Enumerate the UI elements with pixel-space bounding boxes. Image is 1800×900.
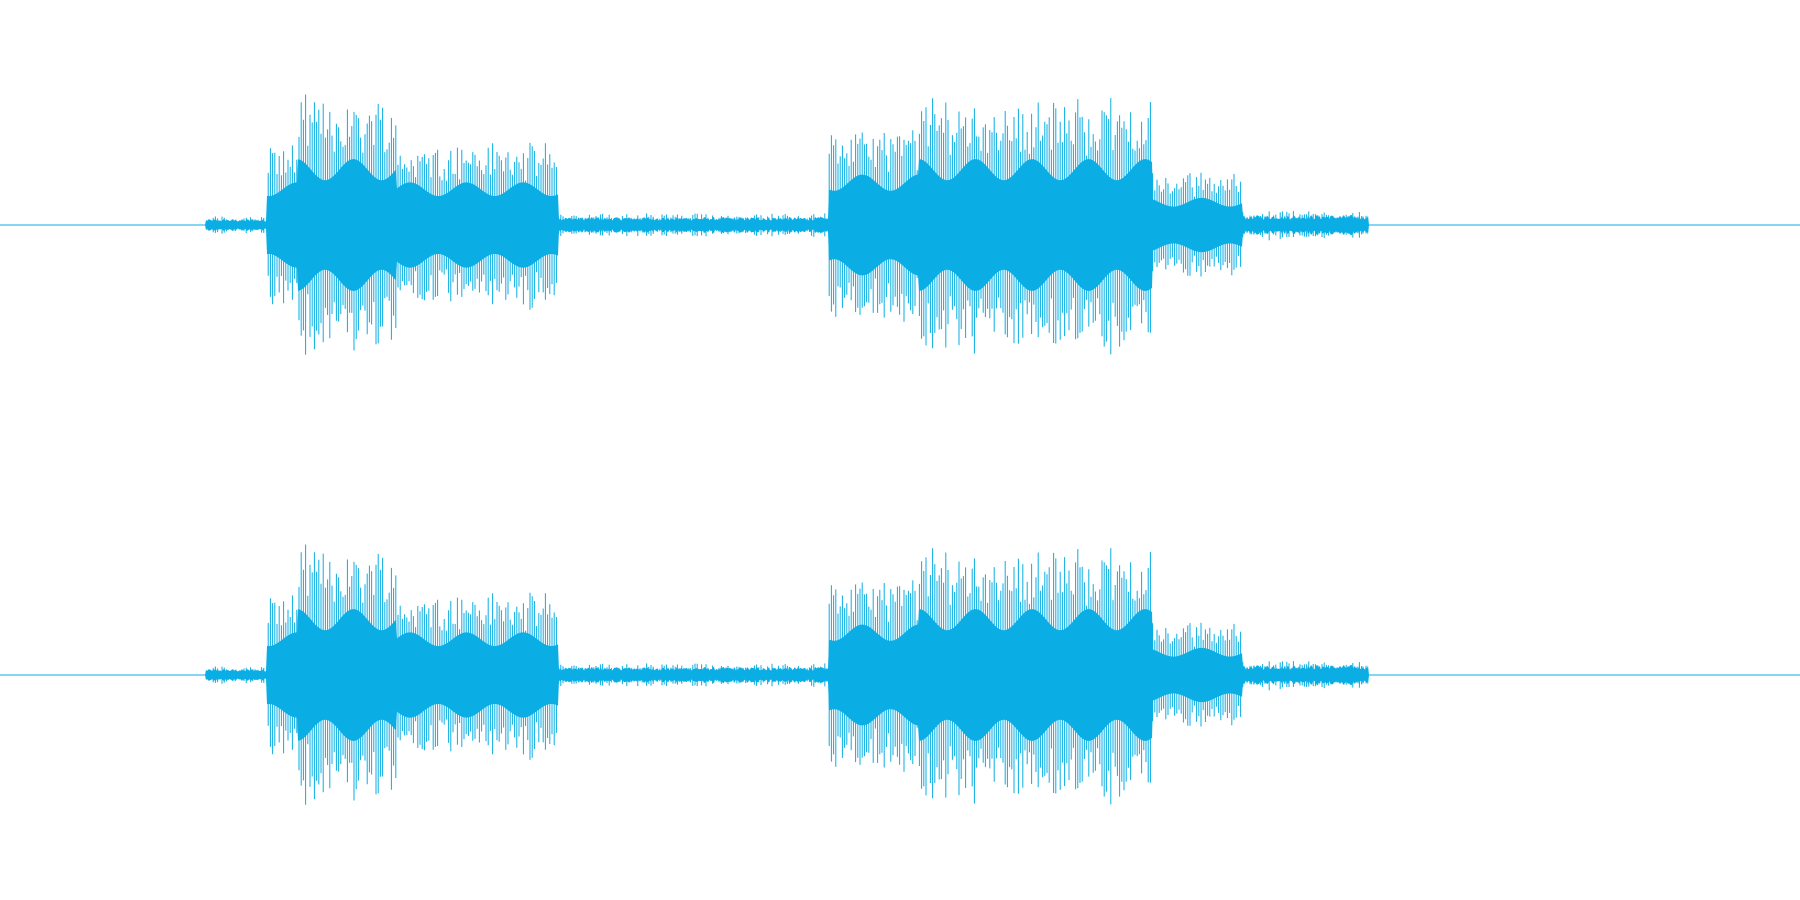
channel-1-waveform (0, 94, 1800, 355)
channel-2-waveform (0, 544, 1800, 805)
